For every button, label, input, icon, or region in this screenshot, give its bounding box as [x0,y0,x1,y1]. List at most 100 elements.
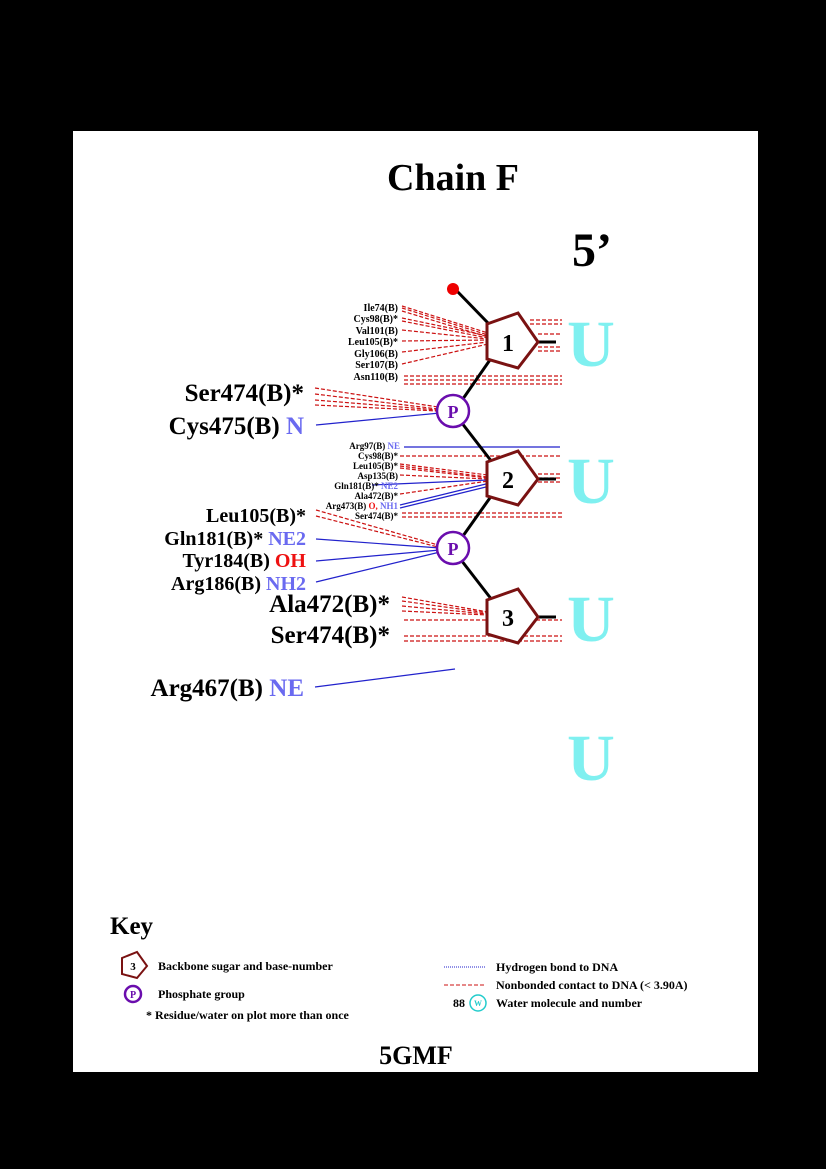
phosphate-1: P [435,393,471,429]
terminal-oxygen [447,283,459,295]
key-hbond-label: Hydrogen bond to DNA [496,960,618,974]
key-sugar-number: 3 [130,961,136,973]
contact-line [315,515,439,548]
key-water-symbol [469,994,487,1012]
contact-line [399,465,489,478]
residue-label: Leu105(B)* [206,505,306,527]
sugar-pentagon [485,449,540,507]
atom-name: NE [387,441,400,451]
contact-line [401,339,489,342]
base-letter: U [567,445,615,518]
phos1-residue-labels: Ser474(B)* Cys475(B) N [169,380,304,440]
residue-label: Ala472(B)* [355,491,399,501]
contact-line [399,467,489,479]
residue-label: Val101(B) [356,326,398,337]
contact-line [401,600,489,614]
key-water-letter: W [474,999,482,1008]
residue-label: Cys98(B)* [354,314,398,325]
residue-label: Ser474(B)* [185,380,304,407]
base-letter: U [567,308,615,381]
residue-label: Tyr184(B) OH [182,550,306,572]
contact-line [401,305,489,334]
phosphate-label: P [448,402,459,422]
key-legend: Key 3 Backbone sugar and base-number P P… [110,913,688,1022]
contact-line [401,341,489,353]
backbone-bond [456,417,494,463]
key-nonbond-label: Nonbonded contact to DNA (< 3.90A) [496,978,688,992]
atom-name: NE2 [268,528,306,550]
residue-label: Gln181(B)* NE2 [164,528,306,550]
sugar-1: 1 [485,311,540,370]
phos2-residue-labels: Leu105(B)* Gln181(B)* NE2 Tyr184(B) OH A… [164,505,306,595]
residue-label: Leu105(B)* [348,337,398,348]
key-sugar-label: Backbone sugar and base-number [158,959,333,973]
hbond-line [315,412,441,426]
atom-name: NE [269,675,304,702]
hbond-line [315,538,441,549]
atom-name: N [286,413,304,440]
hbond-line [399,485,491,509]
atom-name: OH [275,550,307,572]
chain-title: Chain F [387,157,519,199]
atom-name: NH1 [380,501,399,511]
residue-label: Arg97(B) NE [349,441,400,451]
backbone-bond [453,287,490,325]
contact-line [399,474,489,480]
residue-label: Arg186(B) NH2 [171,573,306,595]
sugar-number: 3 [502,606,514,632]
contact-line [314,393,439,410]
sugar-3: 3 [485,587,540,645]
residue-label: Cys475(B) N [169,413,304,440]
residue-label: Arg473(B) O, NH1 [326,501,399,511]
residue-label: Gly106(B) [354,349,398,360]
phosphate-2: P [435,530,471,566]
residue-label: Ser107(B) [355,360,398,371]
residue-label: Arg467(B) NE [151,675,304,702]
key-phosphate-symbol [123,984,143,1004]
residue-label: Gln181(B)* NE2 [334,481,398,491]
contact-line [401,605,489,615]
plot-background [73,131,758,1072]
contact-line [314,404,439,412]
hbond-line [314,668,456,688]
residue-label: Leu105(B)* [353,461,399,471]
phosphate-label: P [448,539,459,559]
residue-label: Ser474(B)* [271,622,390,649]
hbond-line [399,482,491,506]
contact-lines [314,305,562,688]
atom-name: NE2 [381,481,399,491]
residue-label: Ala472(B)* [269,591,390,618]
atom-name: O, [368,501,377,511]
contact-line [315,509,439,546]
sugar-pentagon [485,311,540,370]
base-letter: U [567,583,615,656]
contact-line [401,343,489,365]
backbone-bond [456,555,494,601]
key-phosphate-letter: P [130,990,136,1001]
contact-line [401,307,489,336]
five-prime-label: 5’ [572,224,612,277]
key-asterisk-label: * Residue/water on plot more than once [146,1008,350,1022]
atom-name: NH2 [266,573,306,595]
contact-line [401,317,489,337]
sugar-pentagon [485,587,540,645]
sugar-number: 1 [502,331,514,357]
key-sugar-symbol [121,950,149,980]
sugar-2: 2 [485,449,540,507]
residue-label: Ile74(B) [364,303,398,314]
hbond-line [315,551,441,583]
sugar2-residue-labels: Arg97(B) NE Cys98(B)* Leu105(B)* Asp135(… [326,441,400,521]
residue-label: Cys98(B)* [358,451,398,461]
sugar-number: 2 [502,468,514,494]
key-water-number: 88 [453,996,465,1010]
contact-line [399,463,489,476]
key-phosphate-label: Phosphate group [158,987,245,1001]
contact-line [401,329,489,340]
key-water-label: Water molecule and number [496,996,643,1010]
hbond-line [315,549,441,562]
phosphate-circle [435,530,471,566]
contact-line [399,480,489,495]
pdb-id: 5GMF [379,1041,453,1070]
base-letter: U [567,722,615,795]
contact-line [401,596,489,613]
